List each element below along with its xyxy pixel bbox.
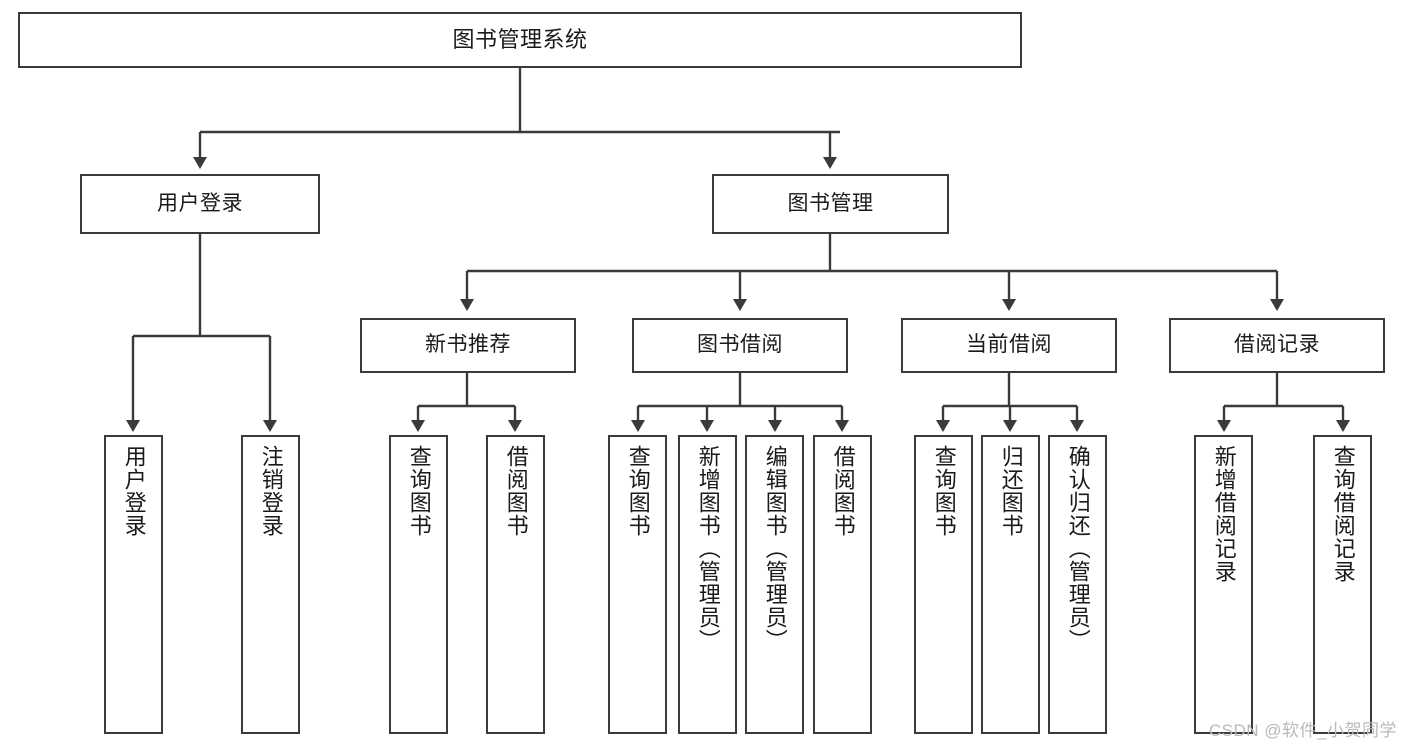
node-label: 查询借阅记录 bbox=[1330, 445, 1356, 583]
leaf-return-book[interactable]: 归还图书 bbox=[981, 435, 1040, 734]
leaf-logout[interactable]: 注销登录 bbox=[241, 435, 300, 734]
leaf-borrow-book-borrow[interactable]: 借阅图书 bbox=[813, 435, 872, 734]
node-label: 查询图书 bbox=[931, 445, 957, 537]
node-label: 用户登录 bbox=[157, 191, 243, 215]
csdn-watermark: CSDN @软件_小贺同学 bbox=[1208, 721, 1397, 740]
leaf-edit-book-admin[interactable]: 编辑图书（管理员） bbox=[745, 435, 804, 734]
node-label: 注销登录 bbox=[258, 445, 284, 537]
node-label: 借阅记录 bbox=[1234, 333, 1320, 357]
leaf-query-borrow-record[interactable]: 查询借阅记录 bbox=[1313, 435, 1372, 734]
node-label: 新书推荐 bbox=[425, 333, 511, 357]
leaf-user-login[interactable]: 用户登录 bbox=[104, 435, 163, 734]
node-label: 查询图书 bbox=[406, 445, 432, 537]
node-new-book-recommend[interactable]: 新书推荐 bbox=[360, 318, 576, 373]
leaf-confirm-return-admin[interactable]: 确认归还（管理员） bbox=[1048, 435, 1107, 734]
node-label: 借阅图书 bbox=[503, 445, 529, 537]
node-label: 确认归还（管理员） bbox=[1065, 445, 1091, 652]
node-root-system[interactable]: 图书管理系统 bbox=[18, 12, 1022, 68]
leaf-borrow-book-recommend[interactable]: 借阅图书 bbox=[486, 435, 545, 734]
node-label: 用户登录 bbox=[121, 445, 147, 537]
node-label: 图书管理系统 bbox=[452, 27, 588, 53]
leaf-add-borrow-record[interactable]: 新增借阅记录 bbox=[1194, 435, 1253, 734]
node-user-login[interactable]: 用户登录 bbox=[80, 174, 320, 234]
node-current-borrow[interactable]: 当前借阅 bbox=[901, 318, 1117, 373]
node-label: 编辑图书（管理员） bbox=[762, 445, 788, 652]
node-label: 新增借阅记录 bbox=[1211, 445, 1237, 583]
node-book-management[interactable]: 图书管理 bbox=[712, 174, 949, 234]
node-label: 图书管理 bbox=[787, 191, 874, 215]
node-label: 当前借阅 bbox=[966, 333, 1052, 357]
leaf-query-book-current[interactable]: 查询图书 bbox=[914, 435, 973, 734]
node-label: 查询图书 bbox=[625, 445, 651, 537]
node-label: 图书借阅 bbox=[697, 333, 783, 357]
node-label: 归还图书 bbox=[998, 445, 1024, 537]
node-book-borrow[interactable]: 图书借阅 bbox=[632, 318, 848, 373]
leaf-add-book-admin[interactable]: 新增图书（管理员） bbox=[678, 435, 737, 734]
node-borrow-record[interactable]: 借阅记录 bbox=[1169, 318, 1385, 373]
node-label: 新增图书（管理员） bbox=[695, 445, 721, 652]
leaf-query-book-recommend[interactable]: 查询图书 bbox=[389, 435, 448, 734]
node-label: 借阅图书 bbox=[830, 445, 856, 537]
leaf-query-book-borrow[interactable]: 查询图书 bbox=[608, 435, 667, 734]
